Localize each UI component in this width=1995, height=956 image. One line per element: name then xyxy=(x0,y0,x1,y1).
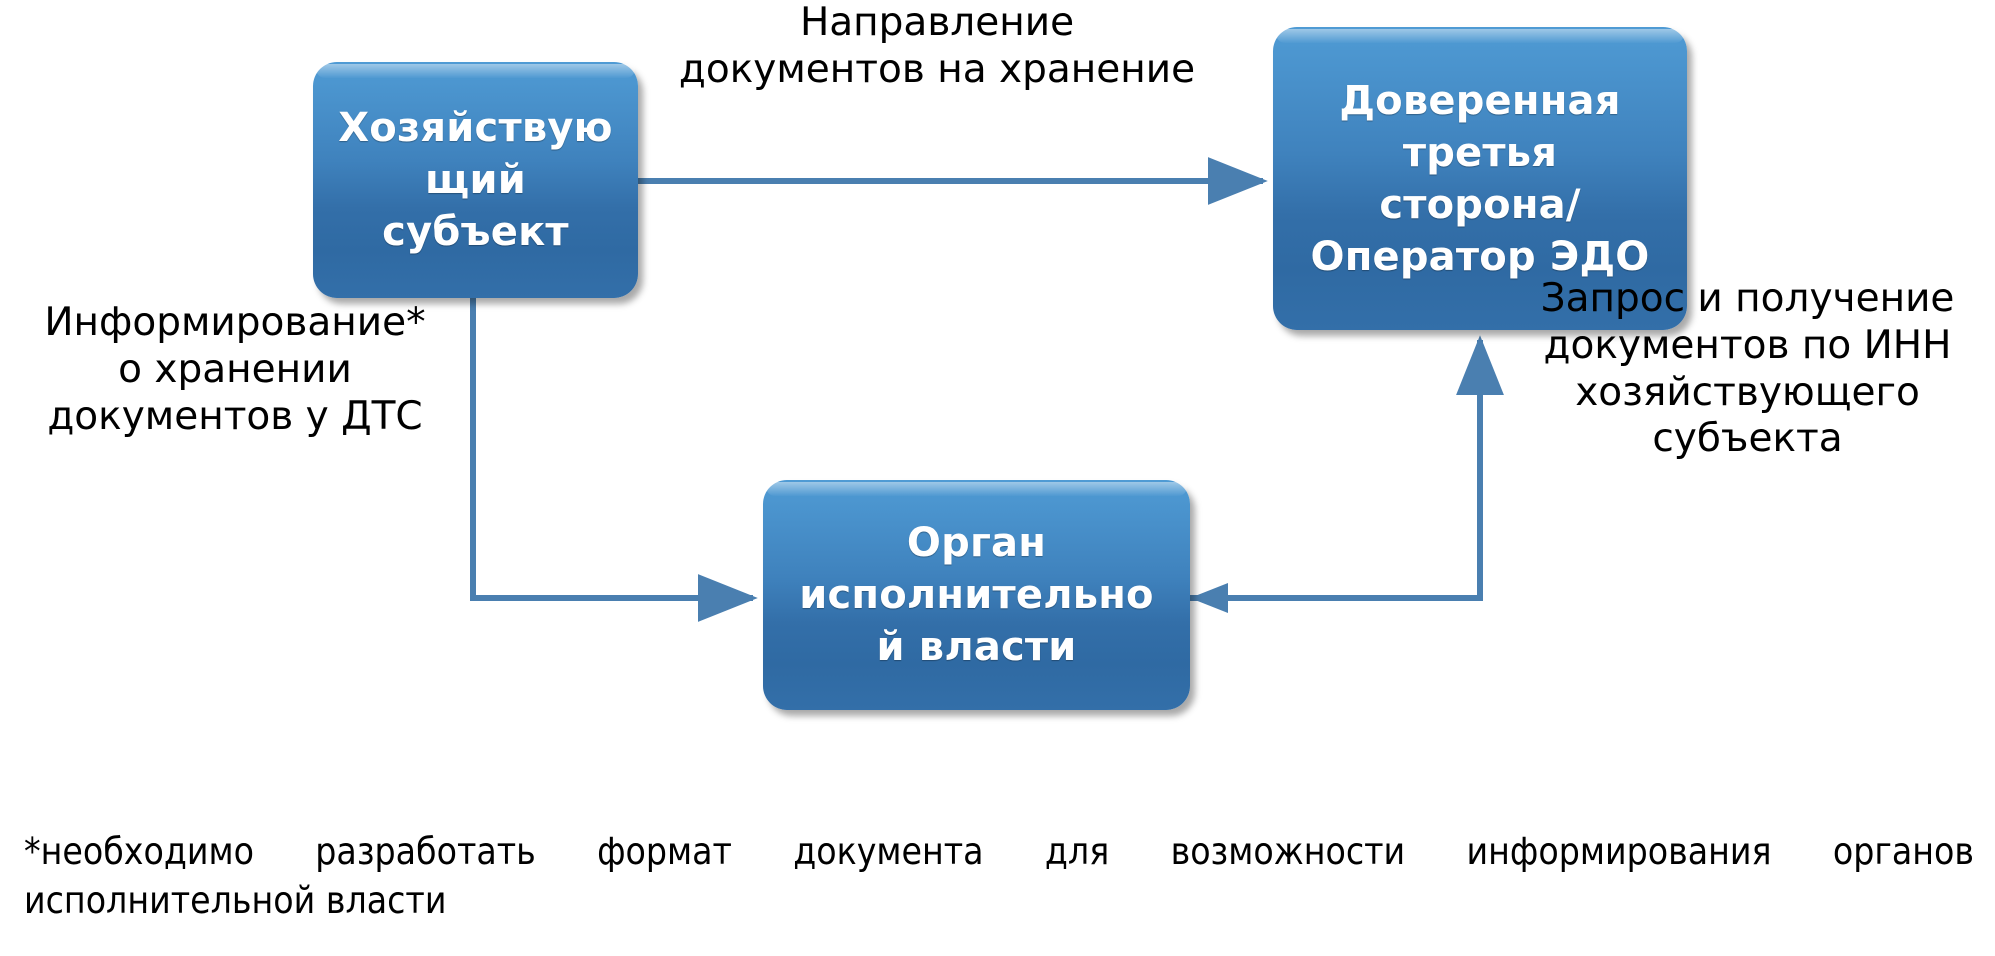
edge-label-inform-authority: Информирование* о хранении документов у … xyxy=(44,300,426,439)
footnote-line-2: исполнительной власти xyxy=(24,878,447,922)
edge-inform-authority-arrow xyxy=(470,298,758,622)
edge-label-send-documents: Направление документов на хранение xyxy=(678,0,1196,92)
node-executive-authority[interactable]: Орган исполнительно й власти xyxy=(763,480,1190,710)
edge-label-request-documents: Запрос и получение документов по ИНН хоз… xyxy=(1540,276,1955,462)
edge-request-documents-arrow xyxy=(1190,335,1504,601)
node-trusted-third-party[interactable]: Доверенная третья сторона/ Оператор ЭДО xyxy=(1273,27,1687,330)
node-executive-authority-label: Орган исполнительно й власти xyxy=(799,520,1154,670)
node-economic-entity[interactable]: Хозяйствую щий субъект xyxy=(313,62,638,298)
edge-request-arrowhead-left xyxy=(1190,583,1228,613)
node-economic-entity-label: Хозяйствую щий субъект xyxy=(338,105,613,255)
footnote: *необходимо разработать формат документа… xyxy=(24,828,1974,926)
footnote-line-1: *необходимо разработать формат документа… xyxy=(24,830,1974,873)
node-trusted-third-party-label: Доверенная третья сторона/ Оператор ЭДО xyxy=(1310,77,1650,280)
